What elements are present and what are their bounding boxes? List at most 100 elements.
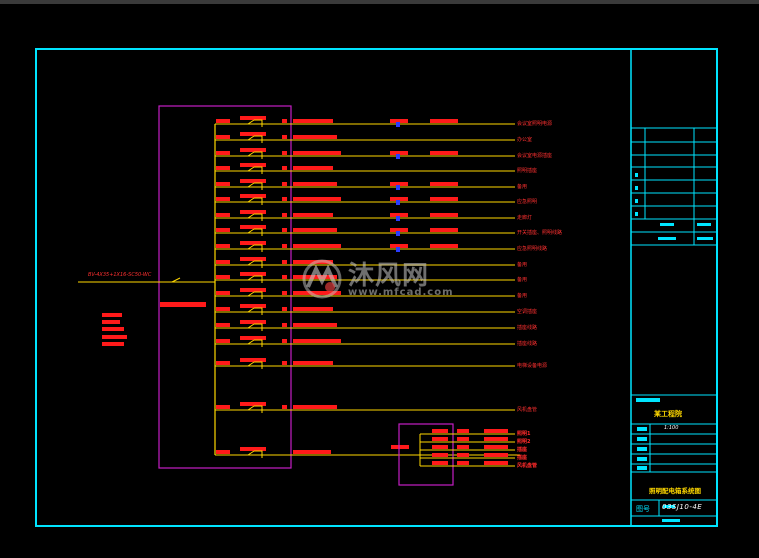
breaker-symbol <box>247 450 263 458</box>
breaker-label <box>240 225 266 229</box>
sub-cable-label <box>484 445 508 449</box>
breaker-symbol <box>247 291 263 299</box>
meter-cable-label <box>430 244 458 248</box>
branch-circuit <box>215 179 515 190</box>
cable-label <box>293 182 337 186</box>
meter-label <box>390 151 408 155</box>
breaker-label <box>240 132 266 136</box>
branch-circuit <box>215 241 515 252</box>
breaker-label <box>240 272 266 276</box>
branch-marker <box>282 197 287 201</box>
sub-circuit-name: 照明2 <box>517 439 531 445</box>
breaker-label <box>240 288 266 292</box>
sub-panel-tag <box>391 445 409 449</box>
sub-circuit <box>420 437 515 443</box>
branch-marker <box>282 260 287 264</box>
sub-circuit-name: 照明1 <box>517 431 531 437</box>
branch-name: 备用 <box>517 277 528 283</box>
branch-tag <box>216 260 230 264</box>
branch-circuit <box>215 272 515 283</box>
meter-cable-label <box>430 197 458 201</box>
branch-tag <box>216 182 230 186</box>
cable-label <box>293 228 337 232</box>
titleblock-table-bottom <box>631 394 717 517</box>
branch-name: 照明插座 <box>517 168 538 174</box>
branch-name: 会议室照明电源 <box>517 121 553 127</box>
branch-tag <box>216 119 230 123</box>
breaker-label <box>240 358 266 362</box>
company-name: 某工程院 <box>654 410 682 418</box>
meter-cable-label <box>430 182 458 186</box>
branch-marker <box>282 275 287 279</box>
cable-label <box>293 213 333 217</box>
breaker-symbol <box>247 166 263 174</box>
branch-name: 会议室电源插座 <box>517 153 553 159</box>
branch-circuits <box>215 116 520 458</box>
breaker-label <box>240 163 266 167</box>
sub-panel-circuits <box>419 429 515 467</box>
sub-tag <box>457 437 469 441</box>
cable-label <box>293 119 333 123</box>
branch-marker <box>282 307 287 311</box>
branch-tag <box>216 151 230 155</box>
branch-marker <box>282 166 287 170</box>
sub-circuit-name: 插座 <box>517 447 528 453</box>
branch-name: 走廊灯 <box>517 215 533 221</box>
sub-breaker-label <box>432 453 448 457</box>
meter-symbol <box>396 216 400 221</box>
sub-circuit-name: 插座 <box>517 455 528 461</box>
breaker-label <box>240 320 266 324</box>
breaker-label <box>240 116 266 120</box>
scale-value: 1:100 <box>664 425 679 431</box>
sub-cable-label <box>484 461 508 465</box>
breaker-symbol <box>247 361 263 369</box>
branch-circuit <box>215 210 515 221</box>
cable-label <box>293 405 337 409</box>
branch-marker <box>282 119 287 123</box>
branch-tag <box>216 135 230 139</box>
branch-circuit <box>215 320 515 331</box>
breaker-symbol <box>247 151 263 159</box>
cable-label <box>293 197 341 201</box>
branch-marker <box>282 213 287 217</box>
sub-breaker-label <box>432 445 448 449</box>
breaker-label <box>240 148 266 152</box>
sub-tag <box>457 445 469 449</box>
breaker-symbol <box>247 213 263 221</box>
breaker-symbol <box>247 260 263 268</box>
breaker-symbol <box>247 197 263 205</box>
branch-tag <box>216 405 230 409</box>
meter-cable-label <box>430 151 458 155</box>
cable-label <box>293 323 337 327</box>
branch-marker <box>282 135 287 139</box>
branch-name: 空调插座 <box>517 309 538 315</box>
branch-circuit <box>215 445 520 458</box>
meter-label <box>390 182 408 186</box>
breaker-symbol <box>247 182 263 190</box>
cable-label <box>293 450 331 454</box>
sub-breaker-label <box>432 429 448 433</box>
breaker-label <box>240 257 266 261</box>
sub-distribution-box <box>398 423 454 486</box>
breaker-label <box>240 304 266 308</box>
sub-tag <box>457 461 469 465</box>
cable-label <box>293 151 341 155</box>
branch-name: 应急照明 <box>517 199 538 205</box>
drawing-number-label: 图号 <box>636 505 650 513</box>
branch-marker <box>282 339 287 343</box>
cable-label <box>293 275 337 279</box>
branch-circuit <box>215 288 515 299</box>
branch-tag <box>216 244 230 248</box>
sub-circuit <box>420 429 515 435</box>
branch-circuit <box>215 304 515 315</box>
branch-tag <box>216 361 230 365</box>
branch-circuit <box>215 132 515 143</box>
breaker-symbol <box>247 244 263 252</box>
incoming-switch <box>171 277 181 283</box>
branch-marker <box>282 151 287 155</box>
branch-name: 插座线路 <box>517 341 538 347</box>
breaker-symbol <box>247 135 263 143</box>
breaker-label <box>240 336 266 340</box>
sub-circuit <box>420 453 515 459</box>
sub-circuit-name: 风机盘管 <box>517 463 538 469</box>
